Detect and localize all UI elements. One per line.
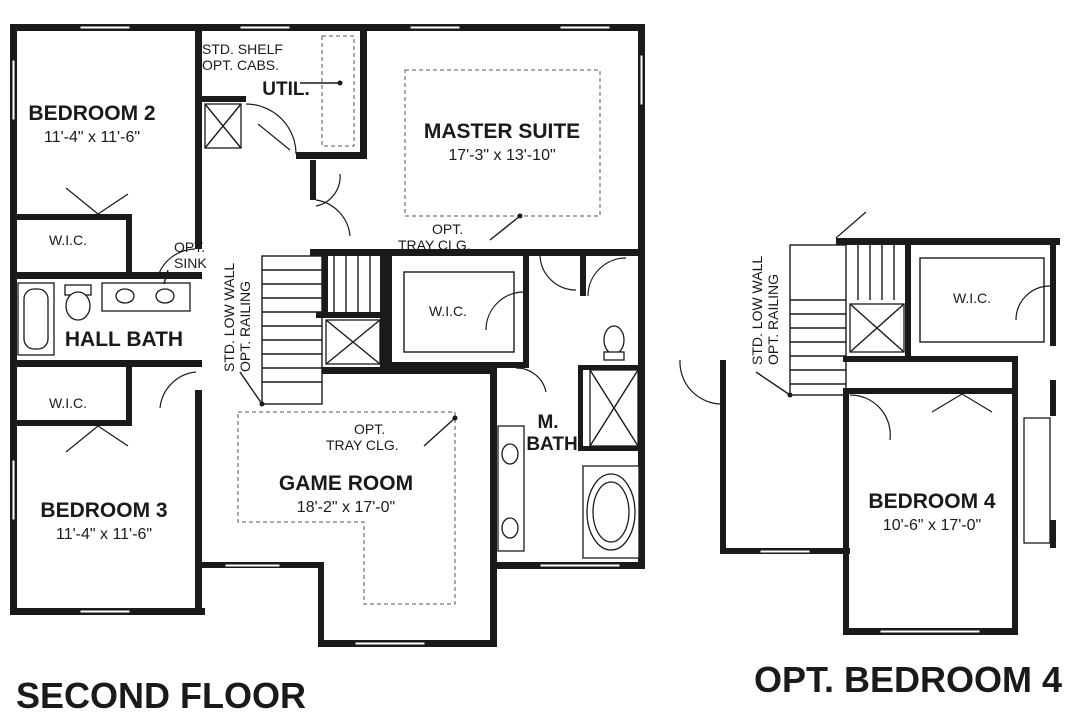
floor-title: SECOND FLOOR	[16, 675, 306, 716]
railing-note: OPT. RAILING	[237, 281, 253, 372]
opt-sink-note-2: SINK	[174, 255, 207, 271]
game-tray-note-1: OPT.	[354, 421, 385, 437]
opt-cabs-note: OPT. CABS.	[202, 57, 279, 73]
bedroom4-dims: 10'-6" x 17'-0"	[883, 517, 981, 534]
bedroom2-dims: 11'-4" x 11'-6"	[44, 129, 140, 146]
master-suite-dims: 17'-3" x 13'-10"	[448, 147, 555, 164]
bedroom3-dims: 11'-4" x 11'-6"	[56, 526, 152, 543]
m-bath-line2: BATH	[526, 434, 577, 455]
game-tray-note-2: TRAY CLG.	[326, 437, 399, 453]
option-bedroom4-walls	[720, 238, 1060, 635]
game-room-dims: 18'-2" x 17'-0"	[297, 499, 395, 516]
wic-bedroom3: W.I.C.	[49, 395, 87, 411]
hall-bath-fixtures	[17, 282, 191, 356]
bedroom4-name: BEDROOM 4	[868, 490, 996, 513]
option-title: OPT. BEDROOM 4	[754, 659, 1062, 700]
stairs	[261, 255, 381, 405]
std-shelf-note: STD. SHELF	[202, 41, 283, 57]
master-tray-note-2: TRAY CLG.	[398, 237, 471, 253]
game-room-name: GAME ROOM	[279, 472, 413, 495]
util-name: UTIL.	[262, 79, 310, 100]
master-tray-ceiling	[404, 69, 601, 217]
utility-fixtures	[204, 35, 355, 155]
window-marks	[11, 25, 644, 646]
door-swings	[65, 173, 547, 453]
low-wall-note: STD. LOW WALL	[221, 263, 237, 372]
wic-bedroom4: W.I.C.	[953, 290, 991, 306]
note-leaders	[163, 80, 523, 447]
opt-railing-note: OPT. RAILING	[765, 274, 781, 365]
opt-sink-note-1: OPT.	[174, 239, 205, 255]
wic-master: W.I.C.	[429, 303, 467, 319]
game-room-tray-ceiling	[237, 411, 456, 605]
master-suite-name: MASTER SUITE	[424, 120, 580, 143]
bedroom2-name: BEDROOM 2	[28, 102, 155, 125]
m-bath-line1: M.	[537, 412, 558, 433]
master-tray-note-1: OPT.	[432, 221, 463, 237]
bedroom3-name: BEDROOM 3	[40, 499, 167, 522]
hall-bath-name: HALL BATH	[65, 328, 183, 351]
master-wic-shelf	[403, 271, 515, 353]
option-stairs	[679, 211, 1051, 544]
wic-bedroom2: W.I.C.	[49, 232, 87, 248]
opt-low-wall-note: STD. LOW WALL	[749, 256, 765, 365]
master-bath-fixtures	[497, 255, 640, 559]
